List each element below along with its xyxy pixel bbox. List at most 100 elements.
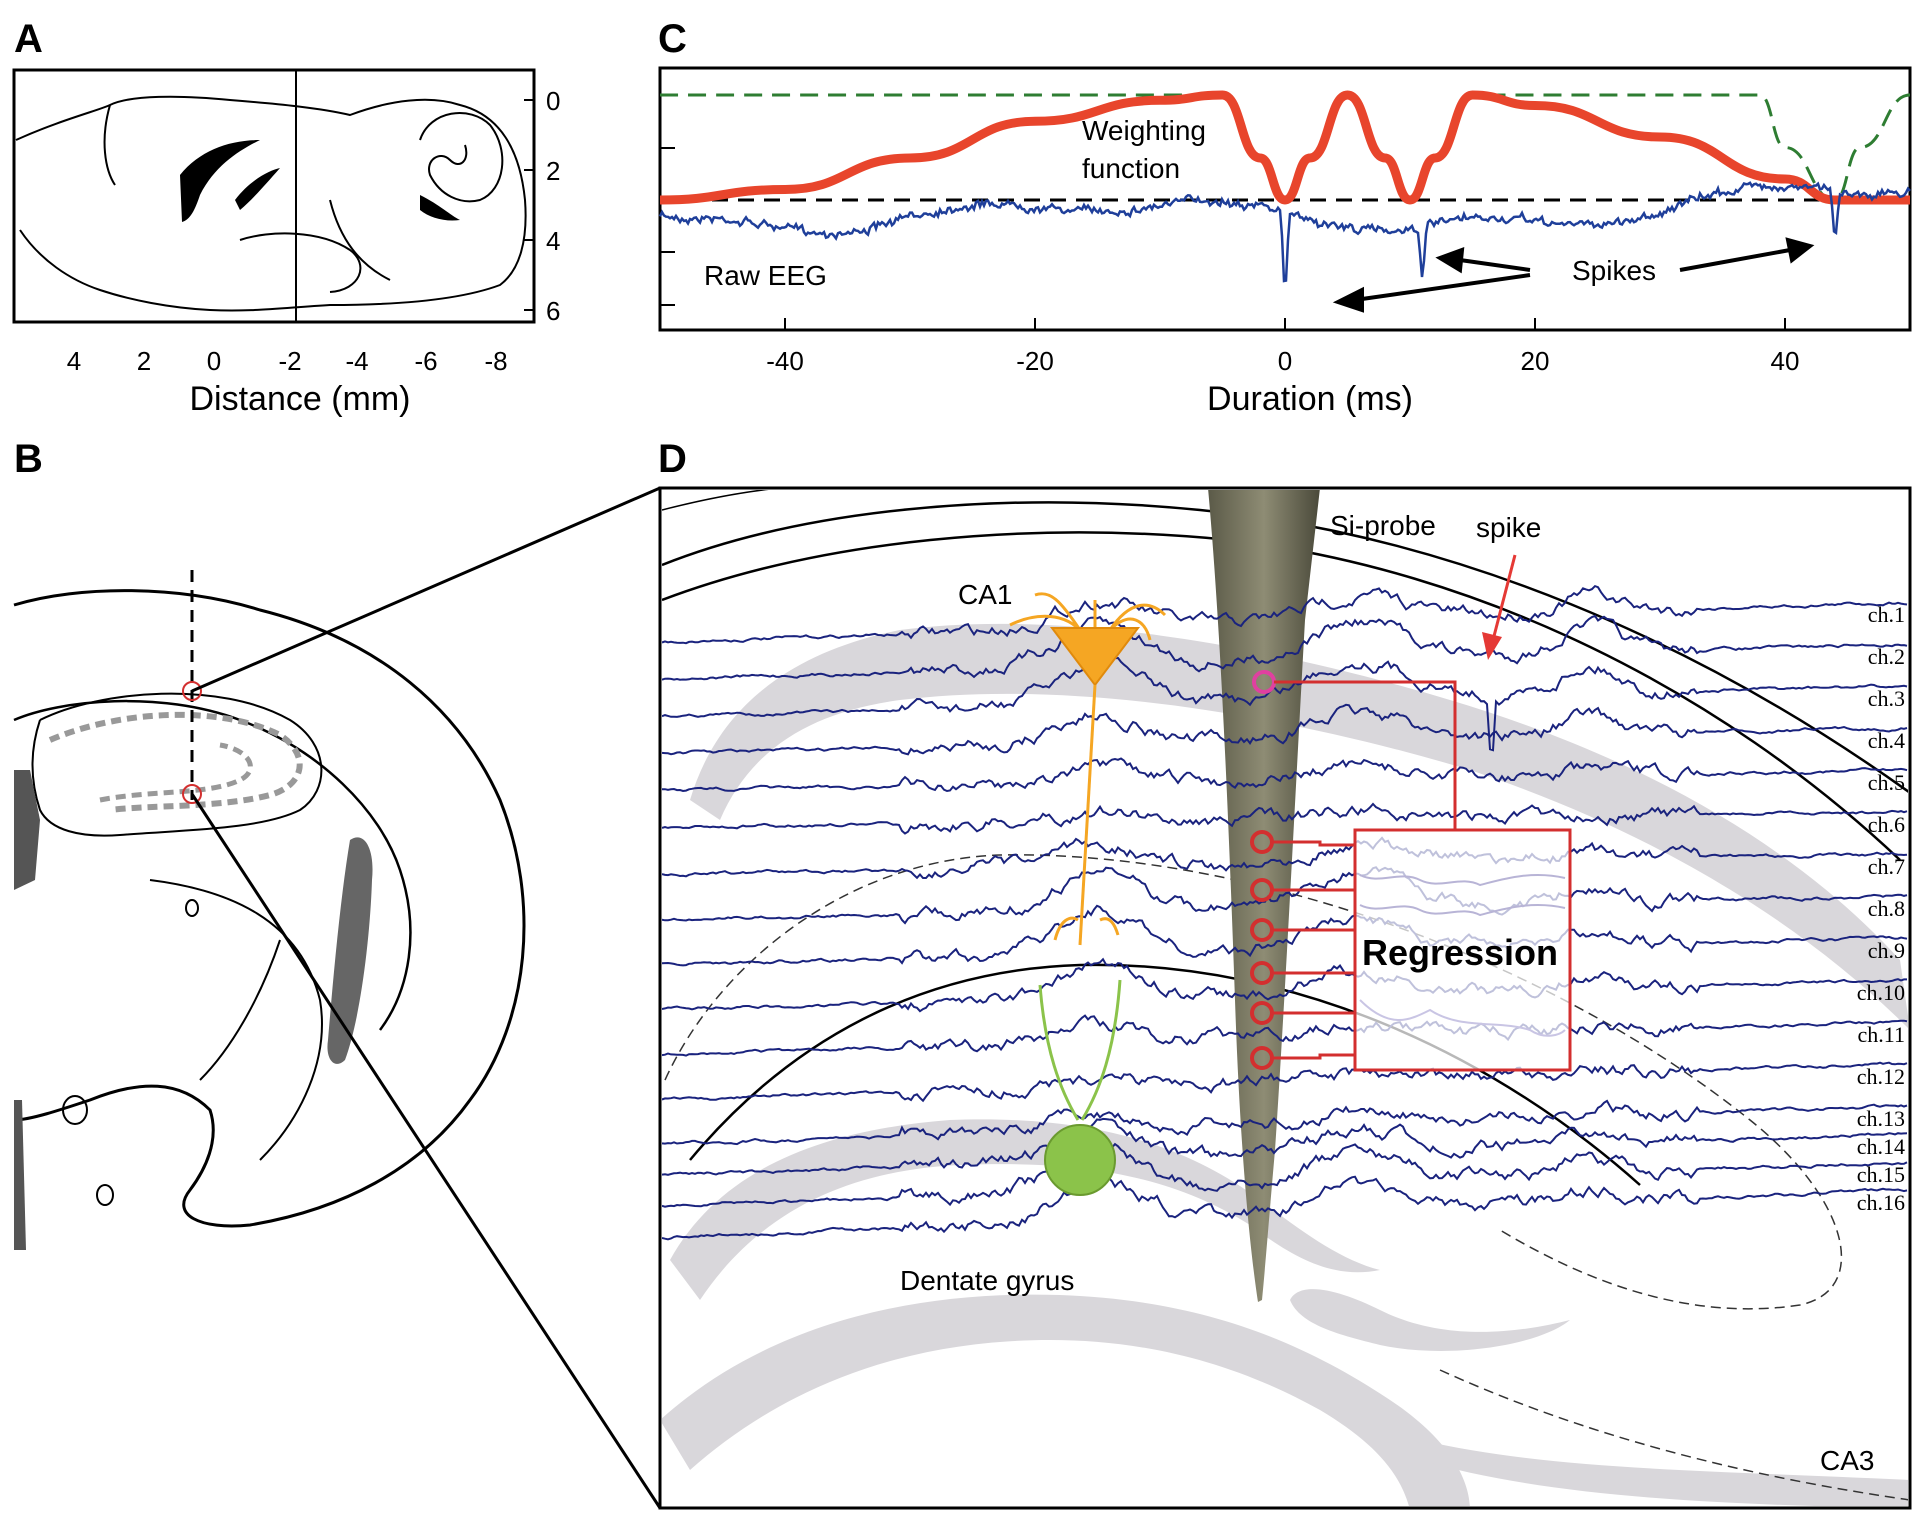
selected-site-connector [1274, 680, 1457, 830]
panel-c-x-tick: -40 [766, 346, 804, 376]
panel-a-x-tick: 4 [67, 346, 81, 376]
weighting-function-curve [659, 90, 1910, 205]
panel-a-letter: A [14, 17, 43, 61]
stratum-dashed-line-2 [1439, 1369, 1908, 1501]
ca1-pyramidal-neuron [1009, 592, 1167, 1196]
panel-a-y-tick: 0 [546, 86, 560, 116]
panel-c-x-tick: -20 [1016, 346, 1054, 376]
ventricle-shape [180, 140, 260, 222]
channel-label: ch.6 [1868, 812, 1905, 837]
dentate-band [670, 1119, 1380, 1300]
small-structure [185, 899, 199, 917]
channel-trace [662, 757, 1908, 793]
channel-label: ch.4 [1868, 728, 1905, 753]
regression-connectors [1250, 830, 1355, 1070]
panel-c-x-tick: 40 [1771, 346, 1800, 376]
channel-label: ch.7 [1868, 854, 1905, 879]
si-probe-label: Si-probe [1330, 510, 1436, 541]
panel-a-x-tick: 2 [137, 346, 151, 376]
cerebellum-dark [420, 195, 460, 221]
regression-box: Regression [1353, 828, 1572, 1072]
channel-label: ch.1 [1868, 602, 1905, 627]
channel-label: ch.15 [1857, 1162, 1905, 1187]
channel-label: ch.13 [1857, 1106, 1905, 1131]
channel-trace [662, 1014, 1908, 1057]
channel-label: ch.12 [1857, 1064, 1905, 1089]
panel-b-letter: B [14, 437, 43, 481]
panel-a-x-tick: -2 [278, 346, 301, 376]
channel-label: ch.2 [1868, 644, 1905, 669]
zoom-line-lower [190, 793, 662, 1509]
si-probe-shank [1208, 490, 1320, 1302]
channel-label: ch.8 [1868, 896, 1905, 921]
channel-label: ch.3 [1868, 686, 1905, 711]
channel-trace [662, 584, 1908, 645]
panel-a-x-tick: -4 [345, 346, 368, 376]
channel-trace [662, 614, 1908, 681]
panel-a-y-tick: 4 [546, 226, 560, 256]
spike-arrow [1482, 554, 1517, 660]
channel-trace [662, 656, 1908, 752]
ca3-lower-band [1420, 1440, 1908, 1506]
channel-trace [662, 1117, 1908, 1176]
panel-c-x-tick: 20 [1521, 346, 1550, 376]
ca1-label: CA1 [958, 579, 1012, 610]
top-left-arc [662, 490, 769, 511]
site-connector [1272, 1053, 1355, 1060]
spike-arrows [1332, 237, 1815, 313]
channel-label: ch.14 [1857, 1134, 1905, 1159]
panel-a-x-tick: 0 [207, 346, 221, 376]
ventricle-shape-2 [235, 168, 280, 210]
panel-c-x-tick: 0 [1278, 346, 1292, 376]
panel-a: 0 2 4 6 4 2 0 -2 -4 -6 -8 Distance (mm) [12, 68, 560, 418]
channel-label: ch.9 [1868, 938, 1905, 963]
internal-contour [199, 939, 281, 1081]
cortex-inner [13, 699, 412, 1031]
panel-a-y-tick: 2 [546, 156, 560, 186]
zoom-line-upper [191, 486, 661, 693]
dark-region-left [14, 770, 40, 890]
panel-a-y-ticks: 0 2 4 6 [524, 86, 560, 326]
internal-contour [149, 879, 323, 1161]
panel-c-letter: C [658, 17, 687, 61]
panel-b [13, 570, 526, 1250]
raw-eeg-label: Raw EEG [704, 260, 827, 291]
site-connector [1272, 840, 1355, 847]
stratum-dashed-line [664, 854, 1843, 1310]
channel-trace [662, 866, 1908, 925]
panel-a-x-ticks: 4 2 0 -2 -4 -6 -8 [67, 346, 508, 376]
brainstem-line [329, 199, 391, 281]
channel-label: ch.10 [1857, 980, 1905, 1005]
dark-region-right [327, 837, 373, 1064]
panel-a-x-tick: -8 [484, 346, 507, 376]
small-structure [96, 1184, 114, 1206]
panel-a-frame [12, 68, 536, 324]
spikes-label: Spikes [1572, 255, 1656, 286]
hippocampus-outer [31, 692, 323, 837]
panel-a-xlabel: Distance (mm) [189, 380, 410, 418]
channel-trace [662, 1138, 1908, 1208]
panel-d-letter: D [658, 437, 687, 481]
panel-c-x-ticks: -40 -20 0 20 40 [766, 318, 1799, 376]
dentate-gyrus-label: Dentate gyrus [900, 1265, 1074, 1296]
panel-d: Regression Si-probe spike CA1 Dentate gy… [662, 490, 1908, 1506]
sagittal-brain-outline [15, 95, 527, 312]
panel-a-x-tick: -6 [414, 346, 437, 376]
channel-trace [662, 1175, 1908, 1241]
internal-structure [239, 232, 362, 293]
raw-eeg-trace [658, 181, 1911, 283]
regression-label: Regression [1362, 932, 1558, 973]
dark-region-bottom-left [14, 1100, 26, 1250]
dentate-band-lower [662, 1294, 1470, 1506]
dentate-band [99, 742, 253, 803]
cerebellum-folds [419, 112, 504, 203]
recording-site-upper [182, 681, 202, 701]
channel-label: ch.5 [1868, 770, 1905, 795]
cortex-line [103, 104, 116, 186]
spike-label: spike [1476, 512, 1541, 543]
hippocampus-band [48, 711, 303, 813]
channel-trace [662, 904, 1908, 967]
green-dashed-window [660, 93, 1911, 202]
channel-label: ch.11 [1858, 1022, 1905, 1047]
